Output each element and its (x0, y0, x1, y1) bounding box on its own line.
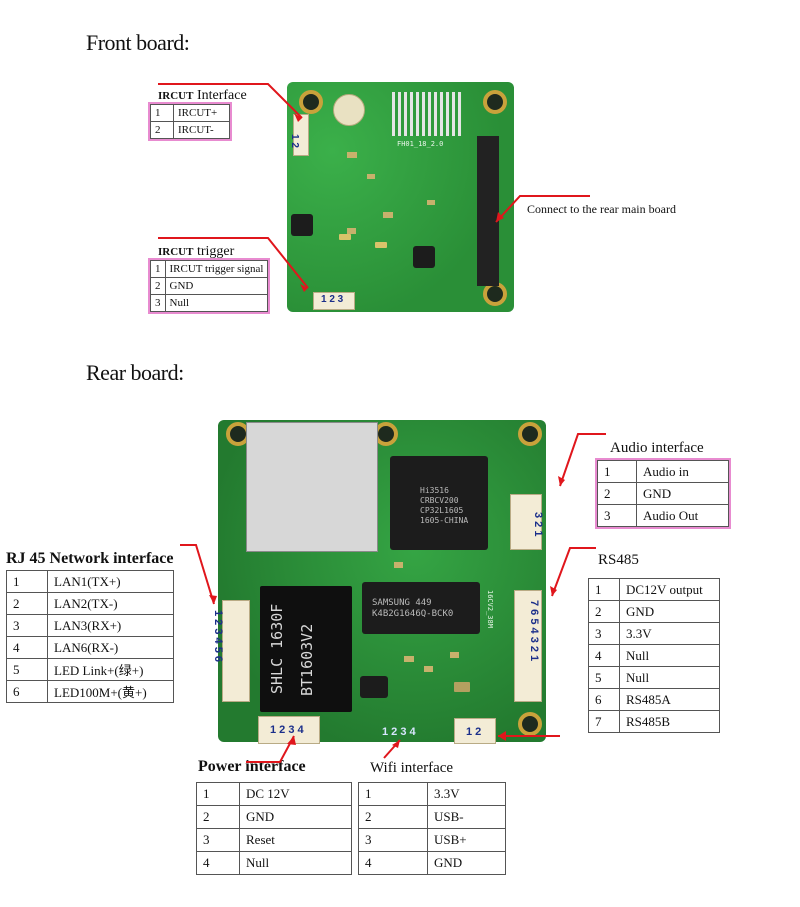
rj45-connector (222, 600, 250, 702)
ircut-pin-numbers: 1 2 (289, 134, 300, 148)
wifi-leader-line (383, 739, 401, 759)
soc-chip: Hi3516 CRBCV200 CP32L1605 1605-CHINA (390, 456, 488, 550)
ram-chip: SAMSUNG 449 K4B2G1646Q-BCK0 (362, 582, 480, 634)
rear-board-image: Hi3516 CRBCV200 CP32L1605 1605-CHINA SAM… (212, 420, 546, 744)
power-title: Power interface (198, 758, 306, 775)
small-ic (413, 246, 435, 268)
ircut-interface-title: IRCUT Interface (158, 88, 247, 103)
power-pin-numbers: 1 2 3 4 (270, 724, 304, 736)
audio-title: Audio interface (610, 440, 704, 456)
pad-array (392, 92, 462, 136)
aux-pin-numbers: 1 2 (466, 726, 482, 738)
rs485-pin-numbers: 7 6 5 4 3 2 1 (528, 600, 540, 662)
small-ic (291, 214, 313, 236)
pin-header (477, 136, 499, 286)
rs485-connector (514, 590, 542, 702)
audio-connector (510, 494, 542, 550)
rj45-leader-line (180, 544, 215, 605)
connect-rear-label: Connect to the rear main board (527, 202, 676, 216)
board-silk: 16CV2_38M (486, 590, 494, 628)
sd-card-slot (246, 422, 378, 552)
mount-hole (518, 712, 542, 736)
small-ic (360, 676, 388, 698)
rj45-pin-numbers: 1 2 3 4 5 6 (212, 610, 224, 662)
board-id-silk: FH01_18_2.0 (397, 140, 444, 148)
audio-pin-numbers: 3 2 1 (532, 512, 544, 537)
rj45-magnetics: SHLC 1630F BT1603V2 (260, 586, 352, 712)
ircut-trigger-title: IRCUT trigger (158, 244, 235, 259)
battery-cell (333, 94, 365, 126)
mount-hole (483, 90, 507, 114)
rj45-title: RJ 45 Network interface (6, 550, 174, 567)
front-board-heading: Front board: (86, 30, 190, 55)
mount-hole (518, 422, 542, 446)
mount-hole (299, 90, 323, 114)
wifi-pin-numbers: 1 2 3 4 (382, 726, 416, 738)
rear-board-heading: Rear board: (86, 360, 184, 385)
aux-connector (454, 718, 496, 744)
trigger-pin-numbers: 1 2 3 (321, 294, 344, 305)
trigger-connector (313, 292, 355, 310)
rs485-title: RS485 (598, 552, 639, 568)
front-board-image: FH01_18_2.0 1 2 1 2 3 (287, 82, 514, 312)
wifi-title: Wifi interface (370, 760, 454, 776)
